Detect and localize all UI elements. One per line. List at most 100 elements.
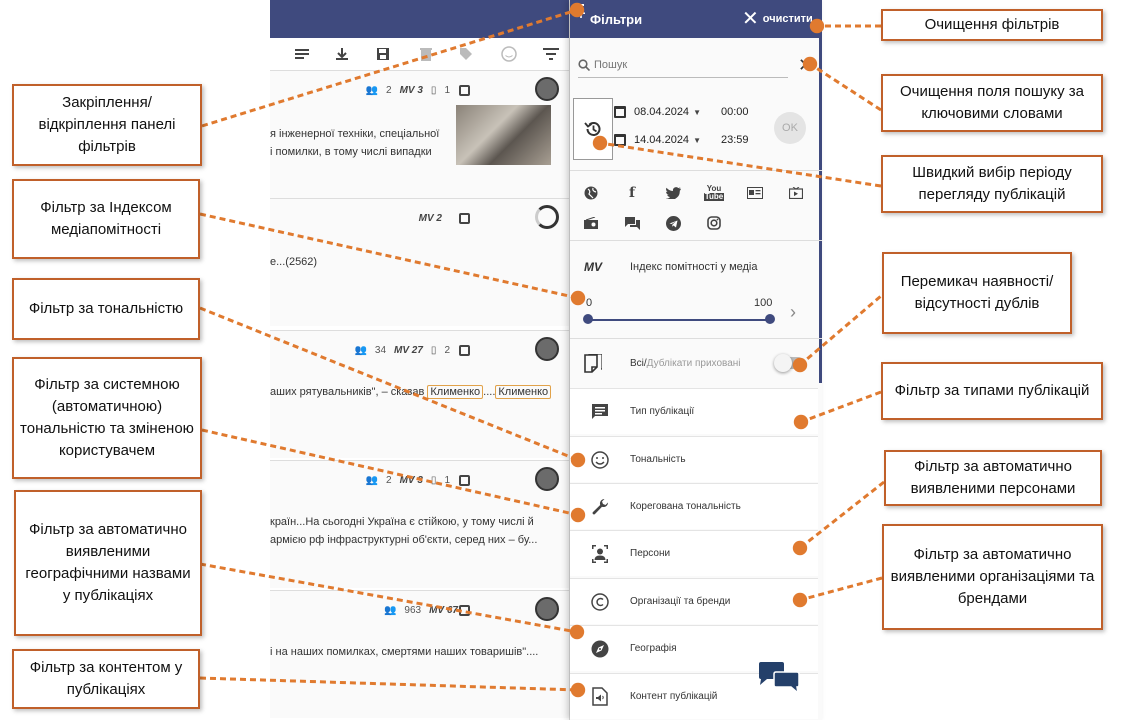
web-icon[interactable]: [580, 182, 602, 204]
instagram-icon[interactable]: [703, 212, 725, 234]
search-input[interactable]: [594, 58, 774, 71]
download-icon[interactable]: [332, 44, 352, 64]
list-item[interactable]: 👥34 MV 27 ▯2 аших рятувальників", – сказ…: [270, 330, 569, 458]
duplicates-icon: ▯: [430, 85, 437, 96]
pin-icon[interactable]: [570, 0, 592, 22]
divider: [570, 240, 822, 241]
callout-tonality: Фільтр за тональністю: [12, 278, 200, 340]
radio-icon[interactable]: [580, 212, 602, 234]
search-icon: [578, 58, 590, 71]
telegram-icon[interactable]: [662, 212, 684, 234]
callout-clear-search: Очищення поля пошуку за ключовими словам…: [881, 74, 1103, 132]
close-icon: ✕: [742, 8, 759, 30]
scrollbar[interactable]: [819, 38, 822, 383]
filter-item-corrected-tonality[interactable]: Корегована тональність: [570, 483, 818, 529]
date-to-picker[interactable]: 14.04.2024 ▼: [614, 129, 701, 151]
chat-icon[interactable]: [758, 662, 800, 696]
divider: [570, 170, 822, 171]
pub-stats: 👥963 MV 67: [384, 605, 458, 616]
snippet-line: країн...На сьогодні Україна є стійкою, у…: [270, 516, 534, 528]
mv-max-value: 100: [754, 297, 773, 309]
filter-item-label: Контент публікацій: [630, 691, 718, 702]
list-item[interactable]: MV 2 е...(2562): [270, 198, 569, 326]
duplicates-toggle[interactable]: [774, 354, 804, 372]
mv-slider-max-handle[interactable]: [765, 314, 775, 324]
clear-filters-button[interactable]: ✕ очистити: [742, 8, 813, 30]
duplicates-count: 1: [444, 85, 450, 96]
mv-slider-track[interactable]: [588, 319, 770, 321]
quick-period-button[interactable]: [573, 98, 613, 160]
duplicates-icon: [584, 353, 603, 374]
filter-item-label: Географія: [630, 643, 677, 654]
mv-slider-min-handle[interactable]: [583, 314, 593, 324]
filter-item-label: Організації та бренди: [630, 596, 731, 607]
snippet-line: я інженерної техніки, спеціальної: [270, 128, 440, 140]
clear-filters-label: очистити: [762, 13, 813, 25]
audience-count: 34: [374, 345, 387, 356]
date-from-picker[interactable]: 08.04.2024 ▼: [614, 101, 701, 123]
mv-value: MV 2: [418, 213, 442, 224]
clear-search-button[interactable]: ✕: [798, 55, 814, 75]
filter-list-icon[interactable]: [541, 44, 561, 64]
mv-value: MV 67: [429, 605, 458, 616]
forum-icon[interactable]: [621, 212, 643, 234]
filter-item-label: Персони: [630, 548, 671, 559]
mv-title: Індекс помітності у медіа: [630, 261, 758, 273]
avatar: [535, 77, 559, 101]
tag-icon[interactable]: [456, 44, 476, 64]
filter-item-tonality[interactable]: Тональність: [570, 436, 818, 482]
snippet-text: аших рятувальників", – сказав: [270, 386, 428, 398]
audience-icon: 👥: [365, 475, 379, 486]
filter-item-persons[interactable]: Персони: [570, 530, 818, 576]
save-icon[interactable]: [373, 44, 393, 64]
list-item[interactable]: 👥963 MV 67 і на наших помилках, смертями…: [270, 590, 569, 718]
date-to-value: 14.04.2024: [634, 134, 690, 146]
filter-panel-title: Фільтри: [590, 12, 643, 27]
facebook-icon[interactable]: f: [628, 185, 636, 201]
view-icon[interactable]: [459, 85, 470, 96]
filter-item-label: Корегована тональність: [630, 501, 741, 512]
comment-icon: [570, 389, 630, 435]
view-icon[interactable]: [459, 605, 470, 616]
duplicates-icon: ▯: [430, 345, 437, 356]
chevron-right-icon[interactable]: ›: [790, 302, 796, 322]
publication-snippet: е...(2562): [270, 253, 317, 271]
publication-snippet: і на наших помилках, смертями наших това…: [270, 643, 538, 661]
time-from[interactable]: 00:00: [721, 106, 749, 118]
avatar: [535, 467, 559, 491]
audience-count: 2: [386, 475, 392, 486]
delete-icon[interactable]: [416, 44, 436, 64]
snippet-line: і на наших помилках, смертями наших това…: [270, 646, 539, 658]
list-item[interactable]: 👥2 MV 3 ▯1 країн...На сьогодні Україна є…: [270, 460, 569, 588]
callout-mv-filter: Фільтр за Індексом медіапомітності: [12, 179, 200, 259]
mv-badge: MV: [584, 260, 602, 274]
filter-item-organizations[interactable]: Організації та бренди: [570, 578, 818, 624]
audience-icon: 👥: [365, 85, 379, 96]
ok-button[interactable]: OK: [774, 112, 806, 144]
twitter-icon[interactable]: [662, 182, 684, 204]
compass-icon: [570, 626, 630, 672]
view-icon[interactable]: [459, 213, 470, 224]
list-item[interactable]: 👥2 MV 3 ▯1 я інженерної техніки, спеціал…: [270, 70, 569, 198]
audience-count: 963: [404, 605, 422, 616]
publication-thumbnail: [456, 105, 551, 165]
snippet-line: е...(2562): [270, 256, 318, 268]
callout-geo: Фільтр за автоматично виявленими географ…: [14, 490, 202, 636]
filter-item-publication-type[interactable]: Тип публікації: [570, 388, 818, 434]
callout-persons: Фільтр за автоматично виявленими персона…: [884, 450, 1102, 506]
video-icon[interactable]: [785, 182, 807, 204]
filter-item-label: Тональність: [630, 454, 686, 465]
duplicates-icon: ▯: [430, 475, 437, 486]
list-toolbar: [270, 38, 569, 70]
view-icon[interactable]: [459, 345, 470, 356]
time-to[interactable]: 23:59: [721, 134, 749, 146]
view-icon[interactable]: [459, 475, 470, 486]
sort-icon[interactable]: [292, 44, 312, 64]
smile-icon[interactable]: [499, 44, 519, 64]
filter-panel: Фільтри ✕ очистити ✕ 08.04.2024 ▼ 00:00 …: [570, 0, 822, 720]
callout-pin-panel: Закріплення/ відкріплення панелі фільтрі…: [12, 84, 202, 166]
divider: [570, 338, 822, 339]
snippet-line: і помилки, в тому числі випадки: [270, 146, 432, 158]
news-icon[interactable]: [744, 182, 766, 204]
